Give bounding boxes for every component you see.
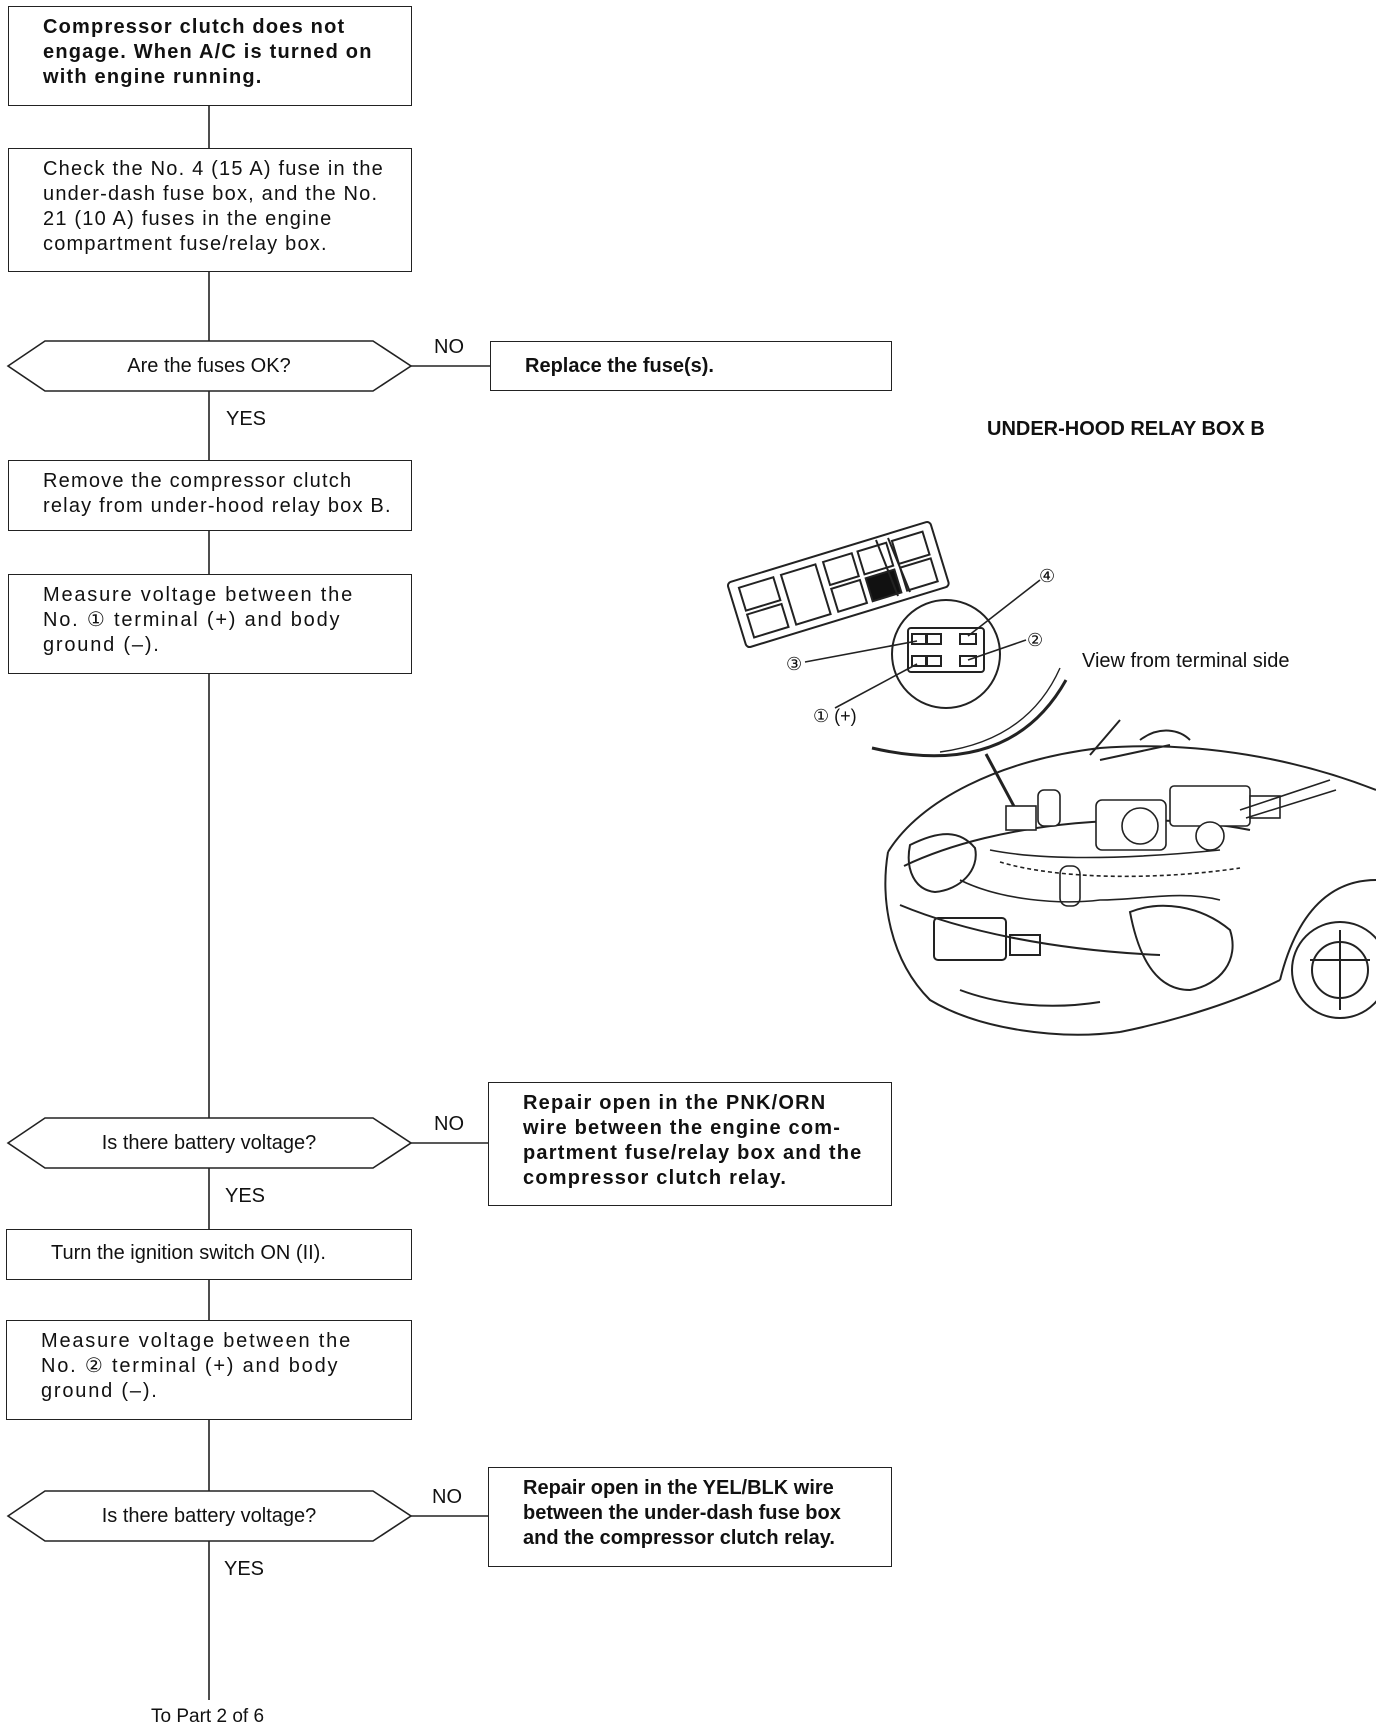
decision-shape-voltage-1 — [6, 1117, 413, 1169]
terminal-2-label: ② — [1027, 630, 1044, 650]
decision-shape-fuses — [6, 340, 413, 392]
replace-fuses-box: Replace the fuse(s). — [490, 341, 892, 391]
terminal-4-label: ④ — [1039, 566, 1056, 586]
repair-yel-blk-box: Repair open in the YEL/BLK wire between … — [488, 1467, 892, 1567]
check-fuses-box: Check the No. 4 (15 A) fuse in the under… — [8, 148, 412, 272]
ignition-on-box: Turn the ignition switch ON (II). — [6, 1229, 412, 1280]
terminal-1-label: ① (+) — [813, 706, 857, 726]
measure-terminal-1-box: Measure voltage between the No. ① termin… — [8, 574, 412, 674]
yes-label-voltage-2: YES — [224, 1558, 265, 1580]
relay-box-illustration — [726, 521, 1376, 1036]
relay-box-title: UNDER-HOOD RELAY BOX B — [987, 418, 1265, 440]
terminal-3-label: ③ — [786, 654, 803, 674]
remove-relay-box: Remove the compressor clutch relay from … — [8, 460, 412, 531]
continuation-label: To Part 2 of 6 — [151, 1706, 265, 1727]
view-caption: View from terminal side — [1082, 650, 1290, 672]
question-battery-voltage-2: Is there battery voltage? — [101, 1505, 317, 1527]
no-label-fuses: NO — [434, 336, 464, 358]
question-battery-voltage-1: Is there battery voltage? — [101, 1132, 317, 1154]
no-label-voltage-1: NO — [434, 1113, 464, 1135]
decision-shape-voltage-2 — [6, 1490, 413, 1542]
repair-pnk-orn-box: Repair open in the PNK/ORN wire between … — [488, 1082, 892, 1206]
question-fuses-ok: Are the fuses OK? — [127, 355, 291, 377]
yes-label-fuses: YES — [226, 408, 267, 430]
no-label-voltage-2: NO — [432, 1486, 462, 1508]
measure-terminal-2-box: Measure voltage between the No. ② termin… — [6, 1320, 412, 1420]
start-box: Compressor clutch does not engage. When … — [8, 6, 412, 106]
yes-label-voltage-1: YES — [225, 1185, 266, 1207]
